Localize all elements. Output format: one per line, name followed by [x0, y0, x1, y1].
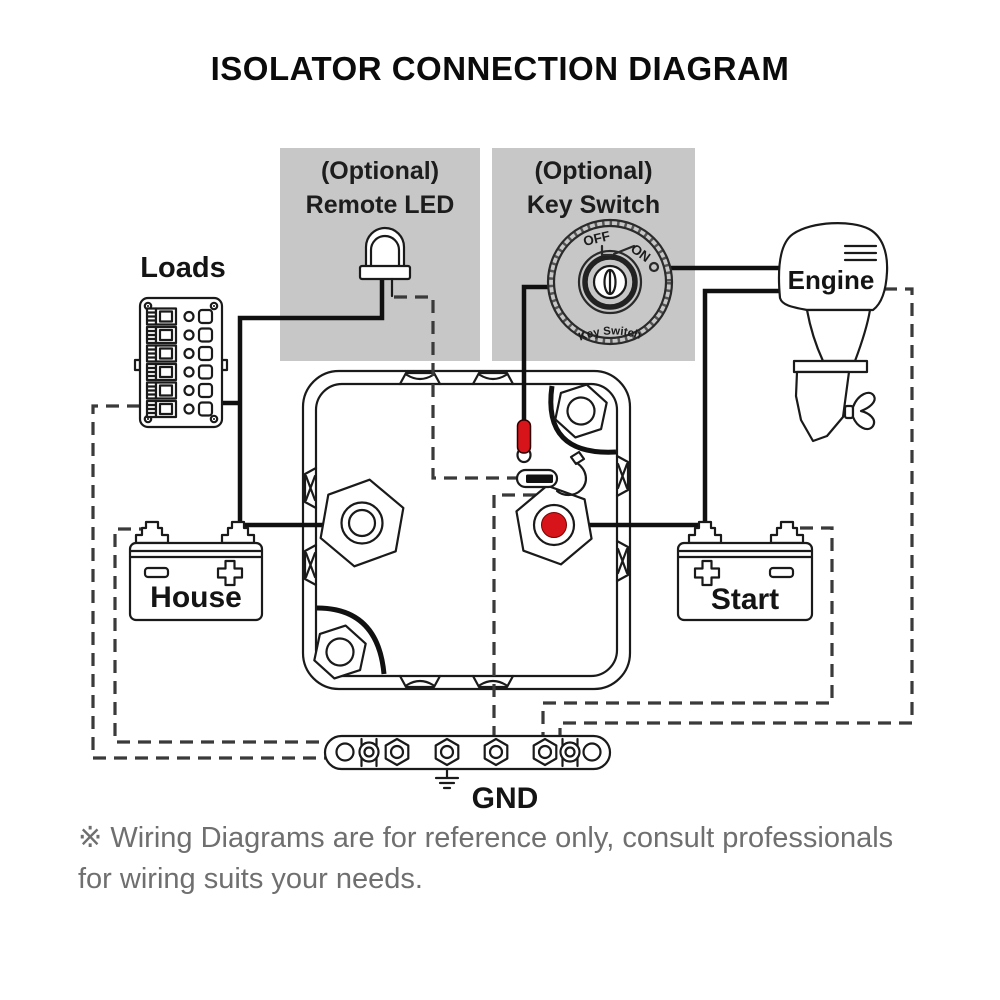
remote-led-dashed-wire: [394, 295, 517, 480]
loads-label: Loads: [140, 252, 226, 284]
start-negative-dashed-wire: [541, 526, 834, 736]
engine-negative-dashed-wire: [558, 287, 914, 736]
disclaimer-line1: ※ Wiring Diagrams are for reference only…: [78, 822, 894, 854]
propeller-icon: [851, 391, 876, 431]
house-negative-post: [134, 520, 170, 545]
house-battery-icon: [128, 520, 264, 622]
start-negative-post: [769, 520, 805, 545]
ground-label: GND: [471, 782, 539, 815]
start-minus-symbol: [768, 566, 795, 579]
engine-label: Engine: [787, 265, 875, 295]
house-minus-symbol: [143, 566, 170, 579]
insert-arrow-icon: [555, 450, 587, 497]
corner-bolt-top-right-icon: [554, 383, 608, 439]
key-switch-led-wire: [521, 284, 548, 421]
start-battery-label: Start: [710, 583, 780, 616]
disclaimer-note: ※ Wiring Diagrams are for reference only…: [78, 818, 938, 900]
ground-bus-icon: [323, 734, 612, 790]
page-title: ISOLATOR CONNECTION DIAGRAM: [210, 50, 790, 87]
loads-negative-dashed-wire: [91, 404, 327, 760]
earth-ground-symbol-icon: [434, 767, 460, 790]
isolator-icon: [301, 369, 632, 691]
led-indicator-icon: [516, 419, 532, 454]
optional-remote-led-line2: Remote LED: [305, 191, 455, 219]
disclaimer-line2: for wiring suits your needs.: [78, 863, 423, 895]
house-positive-post: [220, 520, 256, 545]
loads-panel-icon: [133, 296, 229, 429]
optional-key-switch-line1: (Optional): [534, 157, 653, 185]
engine-icon: [777, 222, 889, 443]
start-plus-symbol: [693, 559, 721, 587]
start-terminal-red-dot: [541, 512, 567, 538]
start-battery-icon: [676, 520, 814, 622]
house-plus-symbol: [216, 559, 244, 587]
key-switch-icon: OFF ON Key Switch: [546, 218, 674, 346]
optional-remote-led-line1: (Optional): [320, 157, 440, 185]
remote-led-icon: [358, 226, 412, 298]
led-to-house-wire: [237, 279, 385, 527]
optional-key-switch-line2: Key Switch: [526, 191, 661, 219]
key-switch-off-label: OFF: [582, 228, 612, 249]
isolator-terminals: [319, 419, 593, 568]
engine-start-wire: [702, 288, 786, 524]
house-battery-label: House: [150, 581, 242, 614]
start-positive-post: [687, 520, 723, 545]
corner-bolt-bottom-left-icon: [313, 624, 367, 680]
